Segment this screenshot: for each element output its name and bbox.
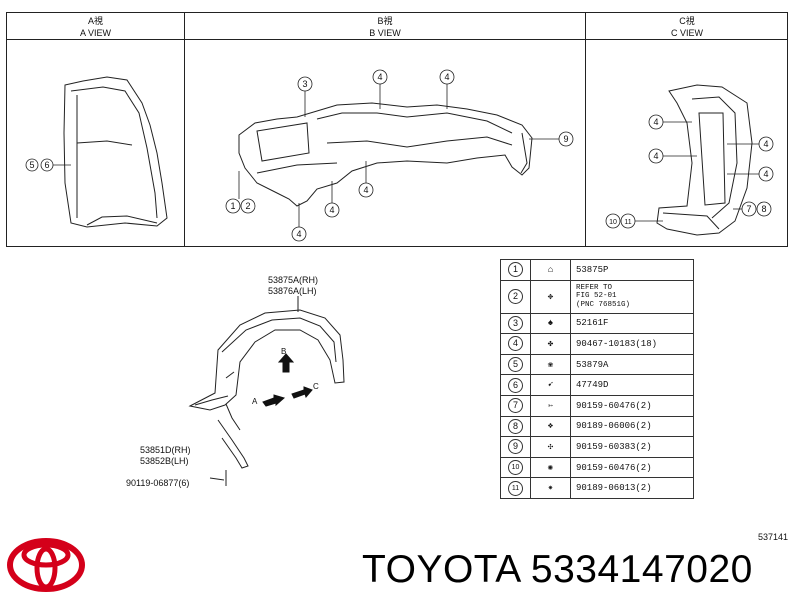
item-number: 3 xyxy=(508,315,523,331)
item-number: 9 xyxy=(508,439,523,455)
arrow-b-label: B xyxy=(281,347,286,356)
item-number: 2 xyxy=(508,289,523,305)
brand-part-text: TOYOTA 5334147020 xyxy=(362,548,753,591)
view-a-title-jp: A視 xyxy=(87,16,103,26)
part-number: 52161F xyxy=(570,312,694,335)
part-number: 90159-60383(2) xyxy=(570,436,694,458)
item-number: 5 xyxy=(508,357,523,373)
view-b-callout-4: 4 xyxy=(363,185,368,195)
screw-icon: ✺ xyxy=(547,462,554,473)
table-row: 1 ⌂ 53875P xyxy=(500,259,694,281)
table-row: 6 ➹ 47749D xyxy=(500,374,694,396)
part-number: 90189-06006(2) xyxy=(570,415,694,438)
parts-table: 1 ⌂ 53875P 2 ✥ REFER TO FIG 52-01 (PNC 7… xyxy=(500,259,694,499)
arrow-c xyxy=(291,386,313,399)
view-b-callout-2: 2 xyxy=(245,201,250,211)
views-panel: A視 A VIEW B視 B VIEW C視 C VIEW xyxy=(6,12,788,247)
fender-liner-outline xyxy=(188,309,345,411)
part-number: 53879A xyxy=(570,353,694,376)
view-divider xyxy=(184,13,185,246)
view-c-title-jp: C視 xyxy=(679,16,695,26)
view-c-callout-4: 4 xyxy=(763,139,768,149)
view-c-callout-4: 4 xyxy=(763,169,768,179)
view-c-callout-4: 4 xyxy=(653,117,658,127)
table-row: 11 ✷ 90189-06013(2) xyxy=(500,477,694,499)
view-b-liner xyxy=(238,102,533,207)
item-number: 6 xyxy=(508,377,523,393)
view-a-callout-5: 5 xyxy=(29,160,34,170)
arrow-b xyxy=(277,353,295,373)
item-number: 10 xyxy=(508,460,523,476)
part-number: 53875P xyxy=(570,259,694,281)
view-b-callout-4: 4 xyxy=(377,72,382,82)
rivet-icon: ❀ xyxy=(547,359,554,370)
ref-line: FIG 52-01 xyxy=(576,292,617,301)
view-b-callout-4: 4 xyxy=(296,229,301,239)
views-drawing: 5 6 3 4 4 9 1 2 xyxy=(25,69,774,242)
view-divider xyxy=(585,13,586,246)
part-number: 90189-06013(2) xyxy=(570,477,694,499)
clip-icon: ⌂ xyxy=(547,264,554,275)
clip-icon: ✤ xyxy=(547,338,554,349)
view-a-callout-6: 6 xyxy=(44,160,49,170)
table-row: 4 ✤ 90467-10183(18) xyxy=(500,333,694,355)
table-row: 5 ❀ 53879A xyxy=(500,353,694,376)
view-b-callout-9: 9 xyxy=(563,134,568,144)
view-a-liner xyxy=(63,76,168,228)
view-c-title-en: C VIEW xyxy=(670,28,703,38)
table-row: 7 ➳ 90159-60476(2) xyxy=(500,394,694,417)
ref-line: (PNC 76851G) xyxy=(576,300,631,309)
view-a-header: A視 A VIEW xyxy=(7,13,184,40)
clip-icon: ♠ xyxy=(547,318,554,329)
part-number: 47749D xyxy=(570,374,694,396)
nut-icon: ❖ xyxy=(547,421,554,432)
item-number: 7 xyxy=(508,398,523,414)
view-c-callout-7: 7 xyxy=(746,204,751,214)
arrow-c-label: C xyxy=(313,382,319,391)
part-upper-rh: 53875A(RH) xyxy=(268,275,319,285)
item-number: 11 xyxy=(508,480,523,496)
screw-icon: ✣ xyxy=(547,441,554,452)
table-row: 10 ✺ 90159-60476(2) xyxy=(500,456,694,479)
view-b-callout-3: 3 xyxy=(302,79,307,89)
view-b-callout-1: 1 xyxy=(230,201,235,211)
part-number: 90467-10183(18) xyxy=(570,333,694,355)
bolt-part: 90119-06877(6) xyxy=(126,478,190,488)
nut-icon: ✷ xyxy=(547,483,554,494)
part-reference: REFER TO FIG 52-01 (PNC 76851G) xyxy=(570,279,694,314)
item-number: 4 xyxy=(508,336,523,352)
view-c-callout-8: 8 xyxy=(761,204,766,214)
view-b-header: B視 B VIEW xyxy=(185,13,585,40)
part-lower-rh: 53851D(RH) xyxy=(140,445,191,455)
screw-icon: ➳ xyxy=(547,400,554,411)
item-number: 1 xyxy=(508,262,523,278)
view-b-callout-4: 4 xyxy=(444,72,449,82)
part-number: 90159-60476(2) xyxy=(570,394,694,417)
view-c-callout-4: 4 xyxy=(653,151,658,161)
view-b-title-jp: B視 xyxy=(377,16,393,26)
ref-line: REFER TO xyxy=(576,283,613,292)
diagram-code: 537141 xyxy=(758,532,789,542)
view-c-liner xyxy=(656,84,753,236)
part-upper-lh: 53876A(LH) xyxy=(268,286,317,296)
view-c-callout-10: 10 xyxy=(609,219,617,226)
table-row: 2 ✥ REFER TO FIG 52-01 (PNC 76851G) xyxy=(500,279,694,314)
table-row: 9 ✣ 90159-60383(2) xyxy=(500,436,694,458)
part-number: 90159-60476(2) xyxy=(570,456,694,479)
grommet-icon: ✥ xyxy=(547,291,554,302)
table-row: 8 ❖ 90189-06006(2) xyxy=(500,415,694,438)
toyota-logo-icon xyxy=(7,538,85,592)
table-row: 3 ♠ 52161F xyxy=(500,312,694,335)
view-c-header: C視 C VIEW xyxy=(586,13,788,40)
view-b-title-en: B VIEW xyxy=(369,28,401,38)
view-b-callout-4: 4 xyxy=(329,205,334,215)
view-a-title-en: A VIEW xyxy=(79,28,111,38)
part-lower-lh: 53852B(LH) xyxy=(140,456,189,466)
screw-icon: ➹ xyxy=(547,380,554,391)
item-number: 8 xyxy=(508,418,523,434)
arrow-a-label: A xyxy=(252,397,258,406)
view-c-callout-11: 11 xyxy=(624,219,631,226)
arrow-a xyxy=(262,394,286,407)
